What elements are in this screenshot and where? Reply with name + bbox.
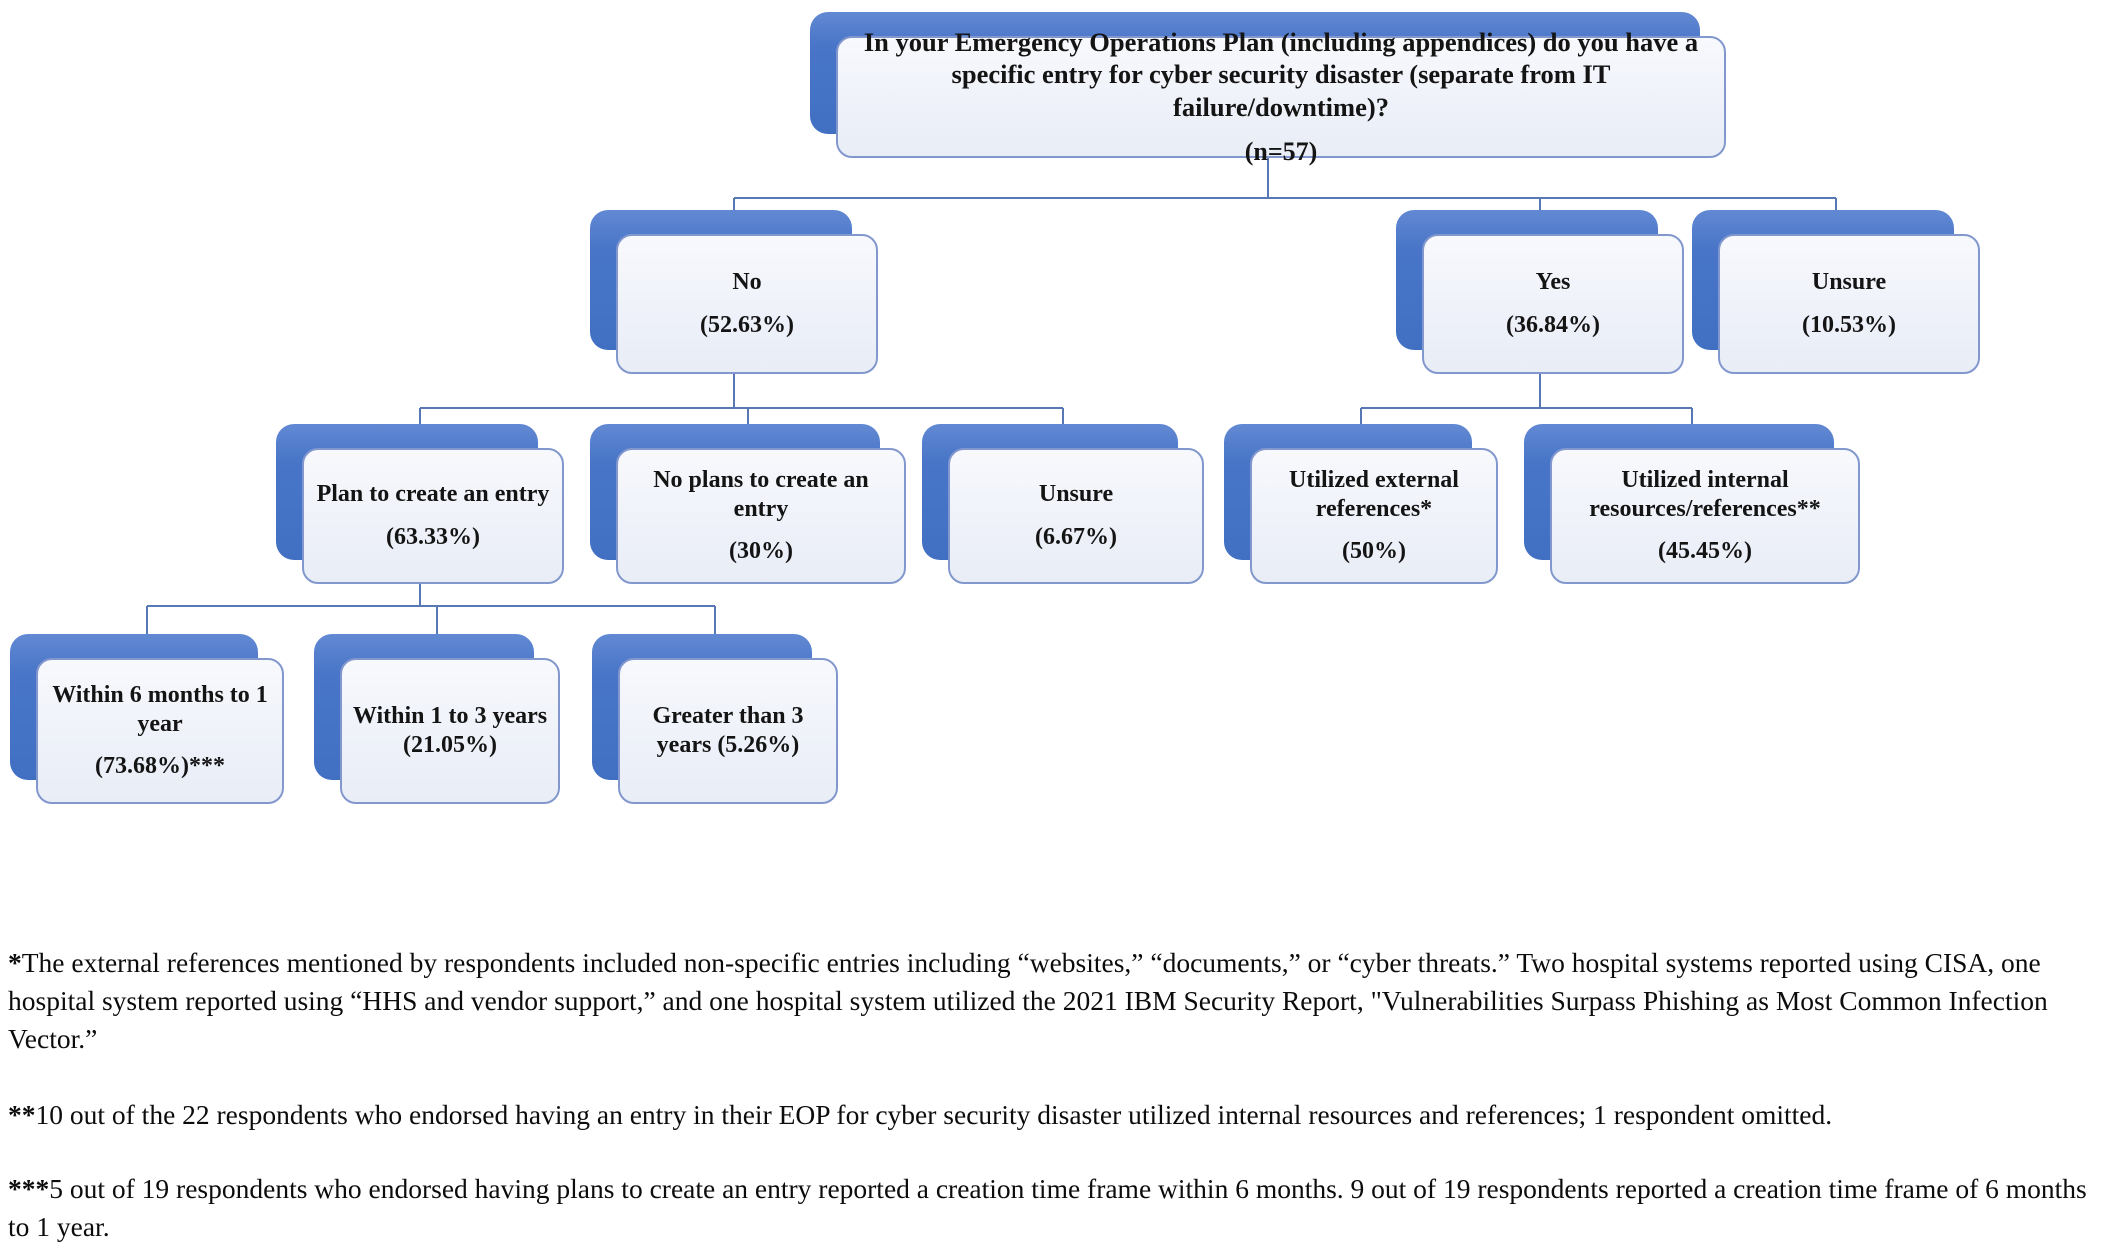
footnote-creation-timeframe: ***5 out of 19 respondents who endorsed … — [8, 1170, 2102, 1246]
node-card: Unsure (10.53%) — [1718, 234, 1980, 374]
node-card: No (52.63%) — [616, 234, 878, 374]
node-value: (36.84%) — [1506, 311, 1600, 338]
node-within-6-months-1-year: Within 6 months to 1 year (73.68%)*** — [10, 634, 284, 804]
footnote-marker: * — [8, 947, 22, 978]
node-label: Within 6 months to 1 year — [52, 681, 268, 737]
node-card: Unsure (6.67%) — [948, 448, 1204, 584]
question-text: In your Emergency Operations Plan (inclu… — [863, 27, 1699, 122]
node-value: (45.45%) — [1658, 538, 1752, 565]
node-yes: Yes (36.84%) — [1396, 210, 1684, 374]
node-value: (50%) — [1342, 538, 1406, 565]
footnote-external-references: *The external references mentioned by re… — [8, 944, 2102, 1058]
node-card: Within 6 months to 1 year (73.68%)*** — [36, 658, 284, 804]
sample-size: (n=57) — [1244, 137, 1318, 167]
node-within-1-3-years: Within 1 to 3 years (21.05%) — [314, 634, 560, 804]
footnote-internal-resources: **10 out of the 22 respondents who endor… — [8, 1096, 2102, 1134]
node-label: Unsure — [1038, 481, 1114, 508]
node-card: No plans to create an entry (30%) — [616, 448, 906, 584]
node-unsure: Unsure (10.53%) — [1692, 210, 1980, 374]
footnote-text: The external references mentioned by res… — [8, 947, 2048, 1054]
node-card: Within 1 to 3 years (21.05%) — [340, 658, 560, 804]
node-value: (6.67%) — [1035, 523, 1117, 550]
node-label: Utilized external references* — [1289, 466, 1459, 522]
node-label: Within 1 to 3 years (21.05%) — [352, 702, 548, 758]
node-question: In your Emergency Operations Plan (inclu… — [810, 12, 1726, 166]
footnote-text: 10 out of the 22 respondents who endorse… — [35, 1099, 1833, 1130]
node-no-plans-to-create-entry: No plans to create an entry (30%) — [590, 424, 906, 584]
node-label: No plans to create an entry — [653, 466, 869, 522]
node-plan-to-create-entry: Plan to create an entry (63.33%) — [276, 424, 564, 584]
node-value: (30%) — [729, 538, 793, 565]
node-external-references: Utilized external references* (50%) — [1224, 424, 1498, 584]
node-label: Unsure — [1811, 269, 1887, 296]
node-card: Yes (36.84%) — [1422, 234, 1684, 374]
node-label: Utilized internal resources/references** — [1589, 466, 1821, 522]
node-label: No — [732, 269, 762, 296]
node-value: (63.33%) — [386, 523, 480, 550]
node-value: (52.63%) — [700, 311, 794, 338]
node-greater-than-3-years: Greater than 3 years (5.26%) — [592, 634, 838, 804]
node-card: In your Emergency Operations Plan (inclu… — [836, 27, 1726, 166]
node-value: (10.53%) — [1802, 311, 1896, 338]
node-card: Utilized external references* (50%) — [1250, 448, 1498, 584]
node-internal-resources: Utilized internal resources/references**… — [1524, 424, 1860, 584]
node-label: Greater than 3 years (5.26%) — [652, 702, 804, 758]
footnote-marker: *** — [8, 1173, 50, 1204]
node-unsure-under-no: Unsure (6.67%) — [922, 424, 1204, 584]
node-no: No (52.63%) — [590, 210, 878, 374]
node-card: Greater than 3 years (5.26%) — [618, 658, 838, 804]
footnote-marker: ** — [8, 1099, 36, 1130]
node-value: (73.68%)*** — [95, 753, 225, 780]
node-card: Plan to create an entry (63.33%) — [302, 448, 564, 584]
footnote-text: 5 out of 19 respondents who endorsed hav… — [8, 1173, 2087, 1242]
node-label: Plan to create an entry — [316, 481, 550, 508]
node-card: Utilized internal resources/references**… — [1550, 448, 1860, 584]
node-label: Yes — [1535, 269, 1571, 296]
